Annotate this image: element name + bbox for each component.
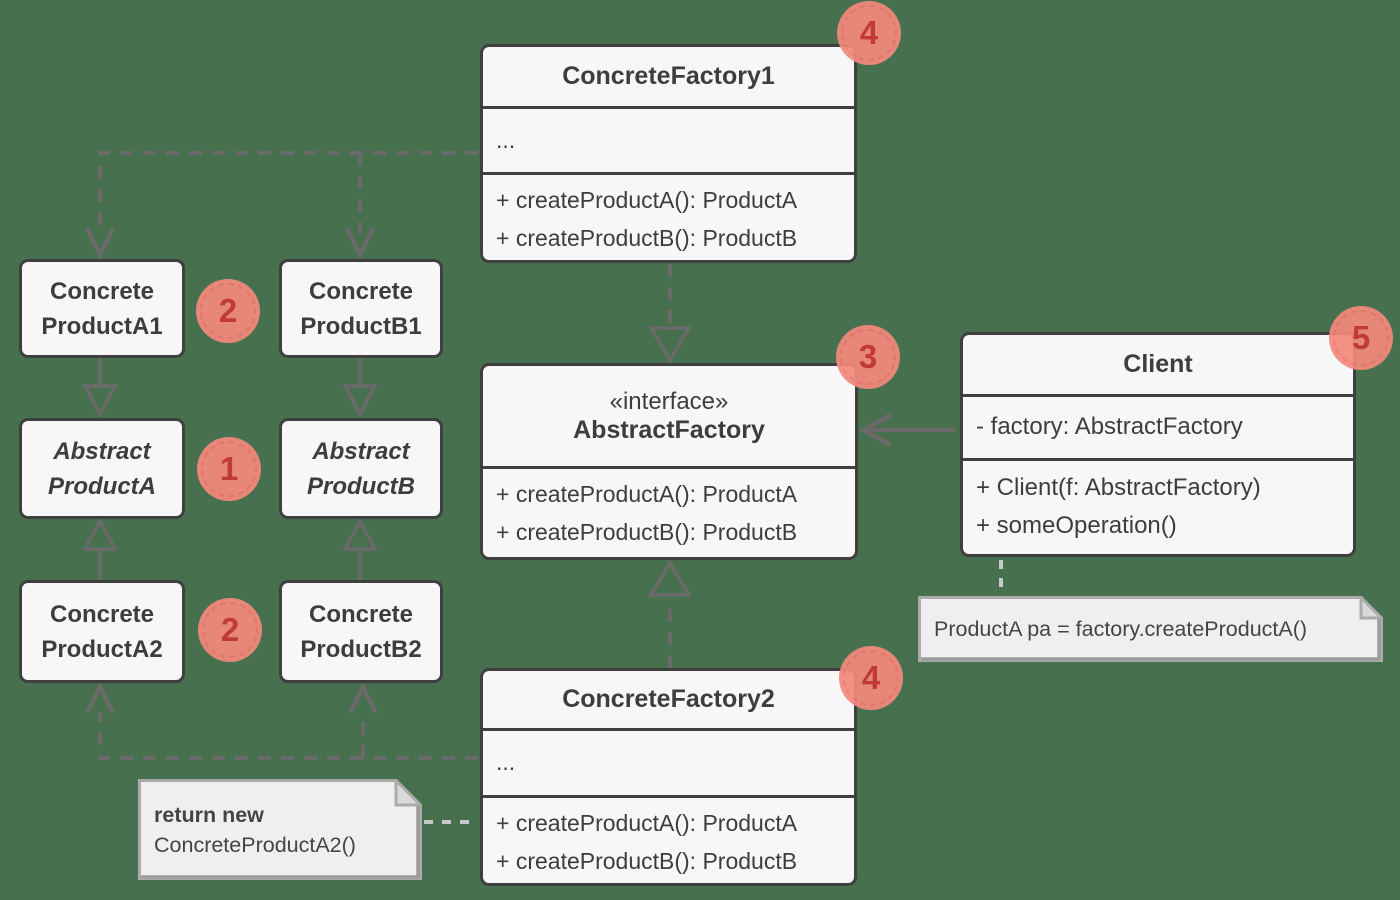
arrowhead-triangle-down [342,384,378,418]
class-concrete-factory-2: ConcreteFactory2 ... + createProductA():… [480,668,857,886]
arrowhead-triangle-up [82,517,118,551]
class-client: Client - factory: AbstractFactory + Clie… [960,332,1356,557]
title-line: ProductA1 [41,312,163,340]
title-line: ProductB1 [300,312,422,340]
class-attributes: - factory: AbstractFactory [963,394,1353,458]
stereotype: «interface» [609,387,729,415]
class-methods: + createProductA(): ProductA + createPro… [483,795,854,883]
class-concrete-product-a2: Concrete ProductA2 [19,580,185,683]
title-line: Concrete [49,600,155,628]
badge-client: 5 [1329,306,1393,370]
method: + Client(f: AbstractFactory) [976,474,1261,501]
note-shape [138,776,425,880]
note-text: return new ConcreteProductA2() [154,779,392,880]
title-line: ProductA [48,472,156,500]
badge-products-row2: 2 [198,598,262,662]
note-client-code: ProductA pa = factory.createProductA() [918,593,1386,662]
method: + createProductA(): ProductA [496,481,798,507]
class-attributes: ... [483,728,854,795]
badge-abstract-factory: 3 [836,325,900,389]
class-title: «interface» AbstractFactory [483,366,855,466]
title-line: Abstract [312,437,410,465]
method: + createProductB(): ProductB [496,848,798,874]
note-line: ConcreteProductA2() [154,832,356,857]
title-line: ProductB2 [300,635,422,663]
arrowhead-open-up [85,681,115,714]
arrowhead-triangle-up [342,517,378,551]
arrowhead-triangle-down [647,326,693,364]
dependency-factory1-to-products [98,151,478,234]
badge-abstract-products: 1 [197,437,261,501]
title-line: Concrete [308,277,414,305]
arrowhead-open-left [858,413,892,447]
title-line: ProductB [307,472,415,500]
badge-factory2: 4 [839,646,903,710]
note-line-bold: return new [154,802,264,827]
method: + createProductB(): ProductB [496,519,798,545]
arrowhead-open-up [348,681,378,714]
arrowhead-open-down [345,227,375,261]
class-title: Client [1123,350,1193,378]
arrowhead-triangle-down [82,384,118,418]
title-line: Concrete [49,277,155,305]
method: + someOperation() [976,512,1177,539]
badge-factory1: 4 [837,1,901,65]
dependency-factory2-to-products [98,712,478,760]
class-title-text: AbstractFactory [573,415,765,444]
class-attributes: ... [483,106,854,172]
arrowhead-open-down [85,227,115,261]
class-methods: + createProductA(): ProductA + createPro… [483,466,855,557]
badge-products-row1: 2 [196,279,260,343]
class-abstract-factory: «interface» AbstractFactory + createProd… [480,363,858,560]
class-title: ConcreteFactory2 [562,685,775,713]
class-methods: + Client(f: AbstractFactory) + someOpera… [963,458,1353,554]
class-abstract-product-b: Abstract ProductB [279,418,443,519]
class-methods: + createProductA(): ProductA + createPro… [483,172,854,260]
note-text: ProductA pa = factory.createProductA() [934,617,1308,641]
arrowhead-triangle-up [647,559,693,597]
method: + createProductA(): ProductA [496,810,798,836]
title-line: Concrete [308,600,414,628]
class-abstract-product-a: Abstract ProductA [19,418,185,519]
class-concrete-factory-1: ConcreteFactory1 ... + createProductA():… [480,44,857,263]
class-title: ConcreteFactory1 [562,62,775,90]
class-concrete-product-a1: Concrete ProductA1 [19,259,185,358]
title-line: Abstract [53,437,151,465]
title-line: ProductA2 [41,635,163,663]
method: + createProductB(): ProductB [496,225,798,251]
class-concrete-product-b1: Concrete ProductB1 [279,259,443,358]
class-concrete-product-b2: Concrete ProductB2 [279,580,443,683]
note-shape [918,593,1386,662]
method: + createProductA(): ProductA [496,187,798,213]
note-factory2-code: return new ConcreteProductA2() [138,776,425,880]
